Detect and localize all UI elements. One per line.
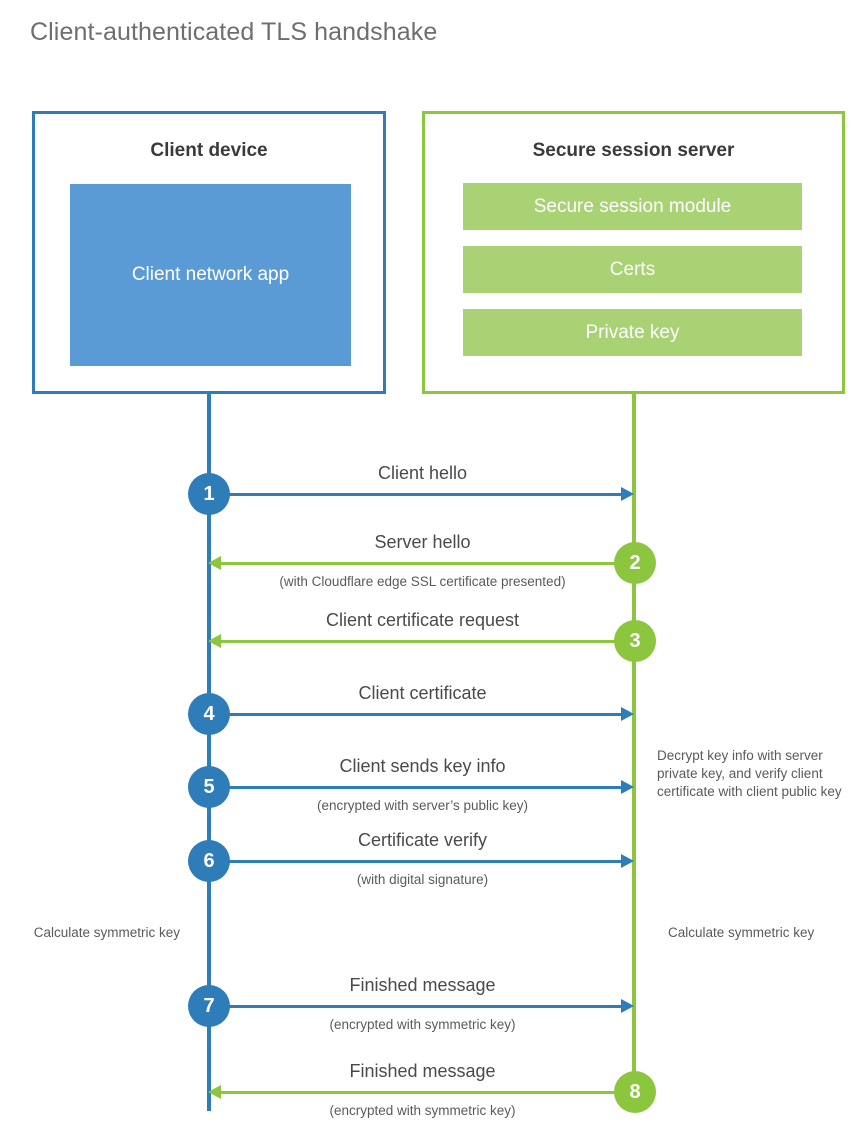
arrowhead-right-icon — [621, 854, 634, 868]
message-sublabel: (encrypted with symmetric key) — [329, 1017, 516, 1032]
message-label: Finished message — [349, 1061, 496, 1081]
server-component-secure-session-module: Secure session module — [463, 183, 802, 230]
server-lifeline — [632, 393, 636, 1093]
client-device-title: Client device — [150, 140, 268, 161]
page-title: Client-authenticated TLS handshake — [30, 18, 438, 46]
step-badge-1: 1 — [188, 473, 230, 515]
client-device-box: Client device Client network app — [32, 111, 386, 394]
message-line — [209, 493, 623, 496]
message-line — [209, 713, 623, 716]
client-network-app-block: Client network app — [70, 184, 351, 366]
arrowhead-right-icon — [621, 999, 634, 1013]
message-line — [209, 1005, 623, 1008]
arrowhead-right-icon — [621, 707, 634, 721]
client-lifeline — [207, 393, 211, 1111]
step-badge-5: 5 — [188, 766, 230, 808]
server-component-private-key: Private key — [463, 309, 802, 356]
arrowhead-right-icon — [621, 487, 634, 501]
step-badge-2: 2 — [614, 542, 656, 584]
note-decrypt-key-info: Decrypt key info with server private key… — [657, 748, 842, 799]
step-badge-8: 8 — [614, 1071, 656, 1113]
note-calculate-symmetric-key-client: Calculate symmetric key — [33, 925, 180, 940]
message-sublabel: (with Cloudflare edge SSL certificate pr… — [279, 574, 566, 589]
secure-session-server-title: Secure session server — [532, 140, 735, 161]
message-label: Finished message — [349, 975, 496, 995]
message-label: Client certificate request — [325, 610, 520, 630]
step-badge-7: 7 — [188, 985, 230, 1027]
message-label: Client hello — [377, 463, 468, 483]
message-label: Client sends key info — [339, 756, 506, 776]
message-sublabel: (encrypted with symmetric key) — [329, 1103, 516, 1118]
message-line — [220, 1091, 634, 1094]
arrowhead-left-icon — [208, 634, 221, 648]
message-line — [209, 860, 623, 863]
message-label: Client certificate — [358, 683, 487, 703]
message-sublabel: (with digital signature) — [356, 872, 489, 887]
arrowhead-right-icon — [621, 780, 634, 794]
step-badge-4: 4 — [188, 693, 230, 735]
message-label: Server hello — [374, 532, 471, 552]
note-calculate-symmetric-key-server: Calculate symmetric key — [668, 925, 815, 940]
server-component-certs: Certs — [463, 246, 802, 293]
arrowhead-left-icon — [208, 556, 221, 570]
step-badge-6: 6 — [188, 840, 230, 882]
message-line — [209, 786, 623, 789]
message-label: Certificate verify — [357, 830, 488, 850]
step-badge-3: 3 — [614, 620, 656, 662]
message-line — [220, 562, 634, 565]
secure-session-server-box: Secure session server Secure session mod… — [422, 111, 845, 394]
message-line — [220, 640, 634, 643]
message-sublabel: (encrypted with server’s public key) — [316, 798, 529, 813]
arrowhead-left-icon — [208, 1085, 221, 1099]
